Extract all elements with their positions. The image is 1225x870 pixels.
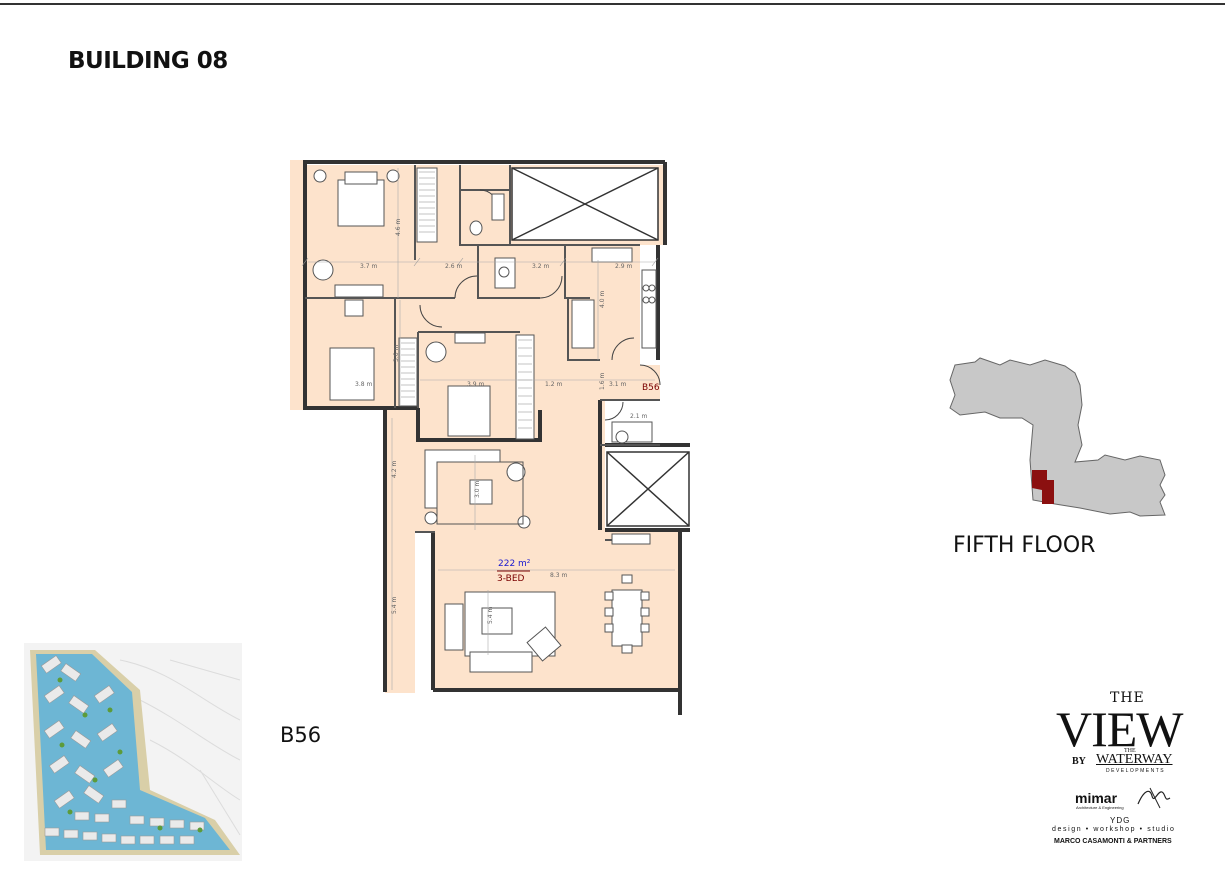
dim-label: 1.2 m [545,381,562,388]
unit-area: 222 m² [498,559,531,569]
logo-by: BY [1072,756,1086,767]
dim-label: 5.4 m [391,597,398,614]
unit-tag: B56 [642,383,660,393]
dim-label: 4.0 m [599,291,606,308]
dim-label: 2.6 m [445,263,462,270]
dim-label: 5.4 m [487,607,494,624]
dim-label: 8.3 m [550,572,567,579]
page-title: BUILDING 08 [68,48,228,74]
dim-label: 3.6 m [393,345,400,362]
logo-view: VIEW [1056,701,1183,757]
logo-the-small: THE [1124,748,1136,754]
dim-label: 3.1 m [609,381,626,388]
logo-mimar-sub: Architecture & Engineering [1076,805,1124,810]
signature-icon [1137,787,1171,809]
key-plan-building [949,357,1166,517]
site-plan-thumbnail [24,643,242,861]
apartment-plan: 3.7 m 2.6 m 3.2 m 2.9 m 4.6 m 4.0 m 3.6 … [290,160,690,715]
logo-waterway: WATERWAY [1096,752,1173,767]
key-plan [949,357,1166,517]
top-rule [0,3,1225,5]
dim-label: 4.2 m [391,461,398,478]
dim-label: 2.1 m [630,413,647,420]
dim-label: 4.6 m [395,219,402,236]
unit-label: B56 [280,723,322,747]
dim-label: 3.2 m [532,263,549,270]
balcony-left [290,160,305,410]
logo-marco: MARCO CASAMONTI & PARTNERS [1054,838,1172,845]
terrace-left [385,410,415,693]
key-plan-unit-highlight [1032,470,1054,504]
developer-logo: THE VIEW BY THE WATERWAY DEVELOPMENTS mi… [1040,690,1210,860]
unit-bedrooms: 3-BED [497,574,525,584]
dim-label: 3.7 m [360,263,377,270]
dim-label: 3.9 m [467,381,484,388]
logo-mimar: mimar [1075,790,1118,806]
dim-label: 1.6 m [599,373,606,390]
dim-label: 2.9 m [615,263,632,270]
logo-studio: design • workshop • studio [1052,826,1176,833]
floor-label: FIFTH FLOOR [953,533,1096,558]
dim-label: 3.8 m [355,381,372,388]
logo-developments: DEVELOPMENTS [1106,768,1166,774]
dim-label: 3.0 m [474,481,481,498]
logo-the: THE [1110,690,1145,706]
logo-ydg: YDG [1110,816,1131,825]
